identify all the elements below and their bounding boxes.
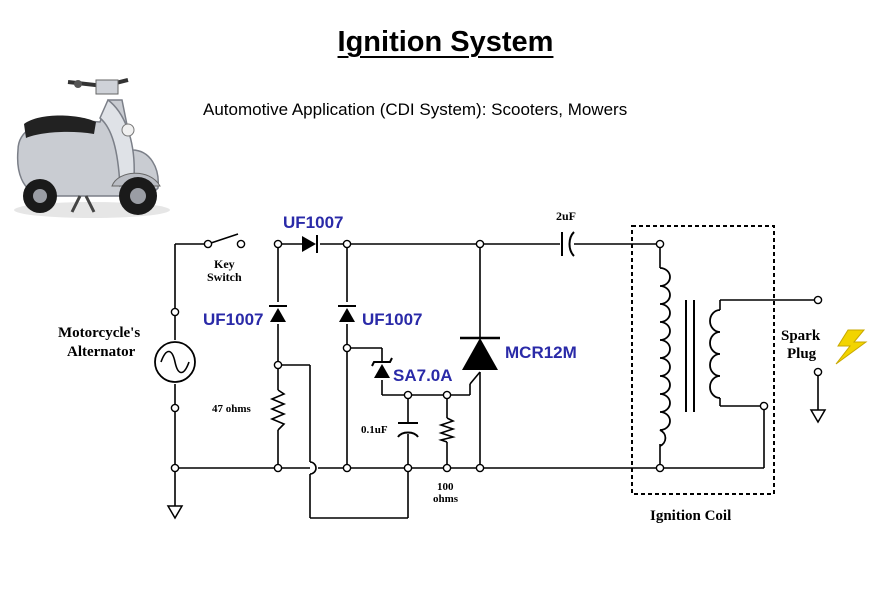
diode-uf1007-top: [302, 235, 318, 253]
spark-bolt-icon: [835, 329, 868, 365]
label-0-1uf: 0.1uF: [361, 424, 388, 436]
subtitle: Automotive Application (CDI System): Sco…: [203, 100, 628, 119]
label-sa7-0a: SA7.0A: [393, 366, 453, 385]
label-mcr12m: MCR12M: [505, 343, 577, 362]
zener-sa7-0a: [371, 357, 393, 378]
label-alternator: Alternator: [67, 344, 136, 360]
label-ignition-coil: Ignition Coil: [650, 508, 731, 524]
capacitor-0-1uf: [397, 422, 419, 438]
label-uf1007-mid: UF1007: [362, 310, 422, 329]
label-uf1007-top: UF1007: [283, 213, 343, 232]
label-47-ohms: 47 ohms: [212, 403, 252, 415]
scr-mcr12m: [460, 336, 500, 395]
label-ohms: ohms: [433, 493, 459, 505]
label-switch: Switch: [207, 270, 242, 284]
ground-icon: [166, 409, 827, 520]
capacitor-2uf: [561, 231, 575, 257]
diode-uf1007-left: [269, 305, 287, 322]
label-spark: Spark: [781, 328, 821, 344]
label-key: Key: [214, 257, 235, 271]
wiring: [174, 243, 819, 519]
page-title: Ignition System: [337, 26, 554, 58]
label-2uf: 2uF: [556, 209, 576, 223]
alternator-source: [154, 341, 196, 383]
label-plug: Plug: [787, 346, 817, 362]
label-uf1007-left: UF1007: [203, 310, 263, 329]
label-motorcycles: Motorcycle's: [58, 325, 140, 341]
label-100: 100: [437, 481, 454, 493]
ignition-coil: [631, 225, 775, 495]
key-switch: [207, 233, 239, 245]
resistor-100-ohms: [438, 417, 456, 443]
resistor-47-ohms: [269, 389, 287, 431]
junction-nodes: [170, 239, 823, 473]
diode-uf1007-mid: [338, 305, 356, 322]
scooter-image: [14, 78, 170, 218]
